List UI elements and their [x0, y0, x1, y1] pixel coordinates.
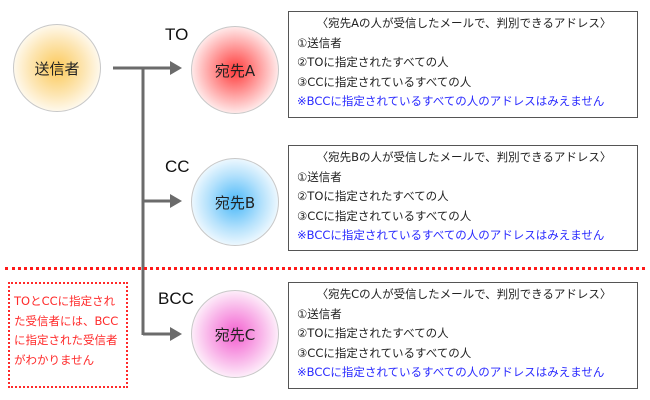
info-item: ③CCに指定されているすべての人	[297, 74, 472, 89]
recipient-c-info-box: 〈宛先Cの人が受信したメールで、判別できるアドレス〉 ①送信者 ②TOに指定され…	[288, 282, 638, 389]
recipient-b-node: 宛先B	[191, 158, 279, 246]
recipient-c-label: 宛先C	[214, 325, 256, 344]
info-box-title: 〈宛先Cの人が受信したメールで、判別できるアドレス〉	[316, 287, 612, 301]
to-field-label: TO	[165, 25, 189, 44]
info-item: ③CCに指定されているすべての人	[297, 208, 472, 223]
warning-line: TOとCCに指定され	[14, 294, 116, 308]
info-item: ①送信者	[297, 306, 342, 321]
recipient-b-label: 宛先B	[214, 193, 256, 212]
arrowhead-c	[170, 327, 182, 341]
bcc-field-label: BCC	[158, 289, 194, 308]
warning-line: に指定された受信者	[14, 333, 118, 347]
arrowhead-b	[170, 194, 182, 208]
cc-field-label: CC	[165, 157, 190, 176]
recipient-c-node: 宛先C	[191, 290, 279, 378]
warning-line: た受信者には、BCC	[14, 313, 119, 328]
bcc-divider-line	[5, 267, 645, 270]
recipient-a-info-box: 〈宛先Aの人が受信したメールで、判別できるアドレス〉 ①送信者 ②TOに指定され…	[288, 11, 638, 118]
warning-line: がわかりません	[14, 352, 95, 367]
info-box-title: 〈宛先Aの人が受信したメールで、判別できるアドレス〉	[316, 16, 612, 30]
bcc-warning-note: TOとCCに指定され た受信者には、BCC に指定された受信者 がわかりません	[8, 282, 128, 388]
sender-node: 送信者	[13, 24, 101, 112]
info-item: ②TOに指定されたすべての人	[297, 55, 449, 69]
info-item: ①送信者	[297, 169, 342, 184]
recipient-b-info-box: 〈宛先Bの人が受信したメールで、判別できるアドレス〉 ①送信者 ②TOに指定され…	[288, 145, 638, 251]
sender-label: 送信者	[34, 59, 80, 78]
info-item: ②TOに指定されたすべての人	[297, 326, 449, 340]
bcc-note: ※BCCに指定されているすべての人のアドレスはみえません	[297, 228, 605, 242]
recipient-a-node: 宛先A	[191, 26, 279, 114]
bcc-note: ※BCCに指定されているすべての人のアドレスはみえません	[297, 365, 605, 379]
recipient-a-label: 宛先A	[214, 61, 256, 80]
arrowhead-a	[170, 61, 182, 75]
bcc-note: ※BCCに指定されているすべての人のアドレスはみえません	[297, 94, 605, 108]
info-box-title: 〈宛先Bの人が受信したメールで、判別できるアドレス〉	[316, 150, 612, 164]
info-item: ①送信者	[297, 35, 342, 50]
info-item: ③CCに指定されているすべての人	[297, 345, 472, 360]
info-item: ②TOに指定されたすべての人	[297, 189, 449, 203]
